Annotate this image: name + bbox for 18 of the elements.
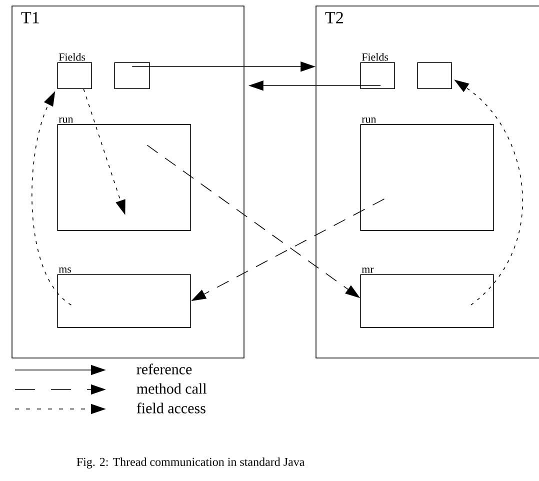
method-box: run: [57, 118, 191, 231]
legend-label: reference: [136, 364, 192, 374]
node-label: ms: [58, 268, 72, 273]
method-box: ms: [57, 268, 191, 328]
field-box: [417, 62, 452, 89]
method-box: run: [360, 118, 494, 231]
node-label: run: [362, 118, 376, 123]
legend-label: field access: [136, 402, 206, 414]
field-box: [114, 62, 150, 89]
method-box: mr: [360, 268, 494, 328]
field-box: Fields: [360, 53, 395, 89]
legend-label: method call: [136, 383, 206, 394]
node-label: mr: [362, 268, 374, 273]
node-label: run: [58, 118, 74, 123]
caption: Fig. 2: Thread communication in standard Java: [76, 458, 305, 468]
field-box: Fields: [57, 53, 92, 89]
node-label: Fields: [58, 53, 86, 61]
node-label: Fields: [362, 53, 388, 61]
